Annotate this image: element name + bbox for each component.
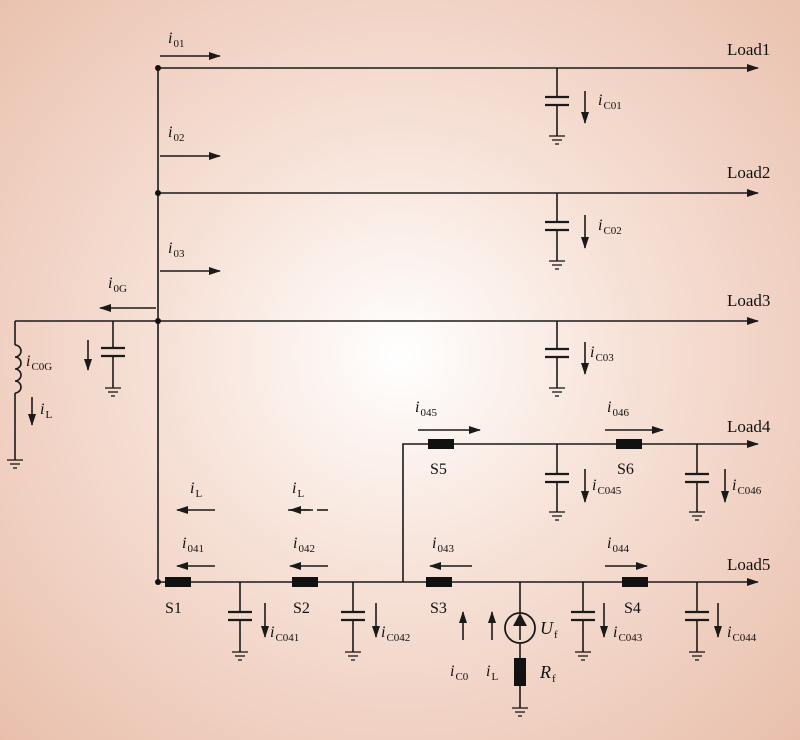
switch-s1 [165, 577, 191, 587]
label-i041: i041 [182, 535, 204, 555]
switch-s6 [616, 439, 642, 449]
load3-label: Load3 [727, 291, 770, 310]
label-ic041: iC041 [270, 624, 299, 644]
label-i043: i043 [432, 535, 454, 555]
label-i044: i044 [607, 535, 629, 555]
label-il-fault: iL [486, 663, 498, 683]
capacitor-c044 [685, 582, 709, 661]
label-i042: i042 [293, 535, 315, 555]
label-i02: i02 [168, 124, 184, 144]
resistor-rf [514, 658, 526, 686]
label-ic045: iC045 [592, 477, 622, 497]
label-ic046: iC046 [732, 477, 762, 497]
label-i045: i045 [415, 399, 437, 419]
switch-label-s2: S2 [293, 600, 310, 617]
switch-s4 [622, 577, 648, 587]
label-i01: i01 [168, 30, 184, 50]
capacitor-c042 [341, 582, 365, 661]
label-i03: i03 [168, 240, 185, 260]
label-ic044: iC044 [727, 624, 757, 644]
label-i0g: i0G [108, 275, 127, 295]
switch-label-s4: S4 [624, 600, 641, 617]
junction-dot [155, 190, 161, 196]
label-ic0: iC0 [450, 663, 469, 683]
label-ic0g: iC0G [26, 353, 52, 373]
label-il-s1: iL [190, 480, 202, 500]
capacitor-c01 [545, 68, 569, 145]
capacitor-c0g [101, 321, 125, 397]
switch-s5 [428, 439, 454, 449]
switch-s2 [292, 577, 318, 587]
load4-label: Load4 [727, 417, 771, 436]
arc-suppression-coil [7, 321, 23, 469]
capacitor-c041 [228, 582, 252, 661]
switch-label-s1: S1 [165, 600, 182, 617]
capacitor-c02 [545, 193, 569, 270]
switch-label-s5: S5 [430, 461, 447, 478]
load5-label: Load5 [727, 555, 770, 574]
switch-label-s6: S6 [617, 461, 634, 478]
feeder-load4 [402, 440, 759, 582]
junction-dot [155, 318, 161, 324]
label-i046: i046 [607, 399, 629, 419]
label-il-coil: iL [40, 401, 52, 421]
capacitor-c046 [685, 444, 709, 521]
load2-label: Load2 [727, 163, 770, 182]
label-ic03: iC03 [590, 344, 614, 364]
load1-label: Load1 [727, 40, 770, 59]
label-uf: Uf [540, 618, 558, 641]
junction-dot [155, 579, 161, 585]
label-il-s2: iL [292, 480, 304, 500]
capacitor-c045 [545, 444, 569, 521]
current-arrows [28, 52, 729, 640]
label-ic01: iC01 [598, 92, 622, 112]
capacitor-c043 [571, 582, 595, 661]
label-ic043: iC043 [613, 624, 643, 644]
label-ic042: iC042 [381, 624, 410, 644]
switch-s3 [426, 577, 452, 587]
label-rf: Rf [539, 662, 556, 685]
junction-dot [155, 65, 161, 71]
switch-label-s3: S3 [430, 600, 447, 617]
fault-source-branch [504, 582, 536, 717]
bus-wiring [15, 64, 759, 586]
capacitor-c03 [545, 321, 569, 397]
label-ic02: iC02 [598, 217, 622, 237]
